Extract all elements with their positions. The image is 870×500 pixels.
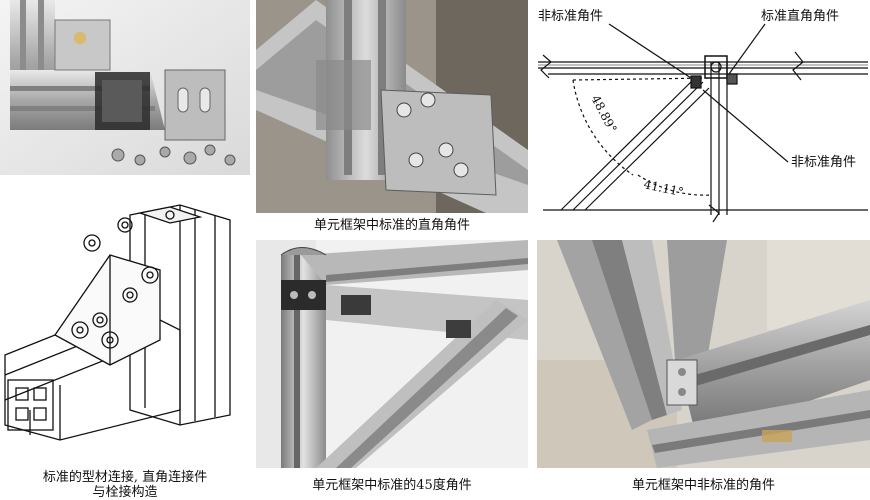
caption-line-2: 与栓接构造 xyxy=(92,485,158,500)
caption-45-degree: 单元框架中标准的45度角件 xyxy=(312,478,472,493)
label-standard-right-angle: 标准直角角件 xyxy=(761,9,839,24)
photo-right-angle-bracket xyxy=(256,0,528,213)
photo-45-degree-bracket xyxy=(256,240,528,468)
diagram-corner-angles: 非标准角件 标准直角角件 非标准角件 48.89° 41.11° xyxy=(533,0,870,225)
drawing-profile-connection xyxy=(0,195,250,450)
label-nonstandard-right: 非标准角件 xyxy=(791,155,856,170)
photo-bracket-profile xyxy=(0,0,250,175)
photo-nonstandard-bracket xyxy=(537,240,870,468)
caption-nonstandard: 单元框架中非标准的角件 xyxy=(631,478,775,493)
caption-right-angle: 单元框架中标准的直角角件 xyxy=(313,218,470,233)
label-nonstandard-top: 非标准角件 xyxy=(538,9,603,24)
caption-profile-connection: 标准的型材连接, 直角连接件 与栓接构造 xyxy=(0,470,250,500)
caption-line-1: 标准的型材连接, 直角连接件 xyxy=(42,470,208,485)
